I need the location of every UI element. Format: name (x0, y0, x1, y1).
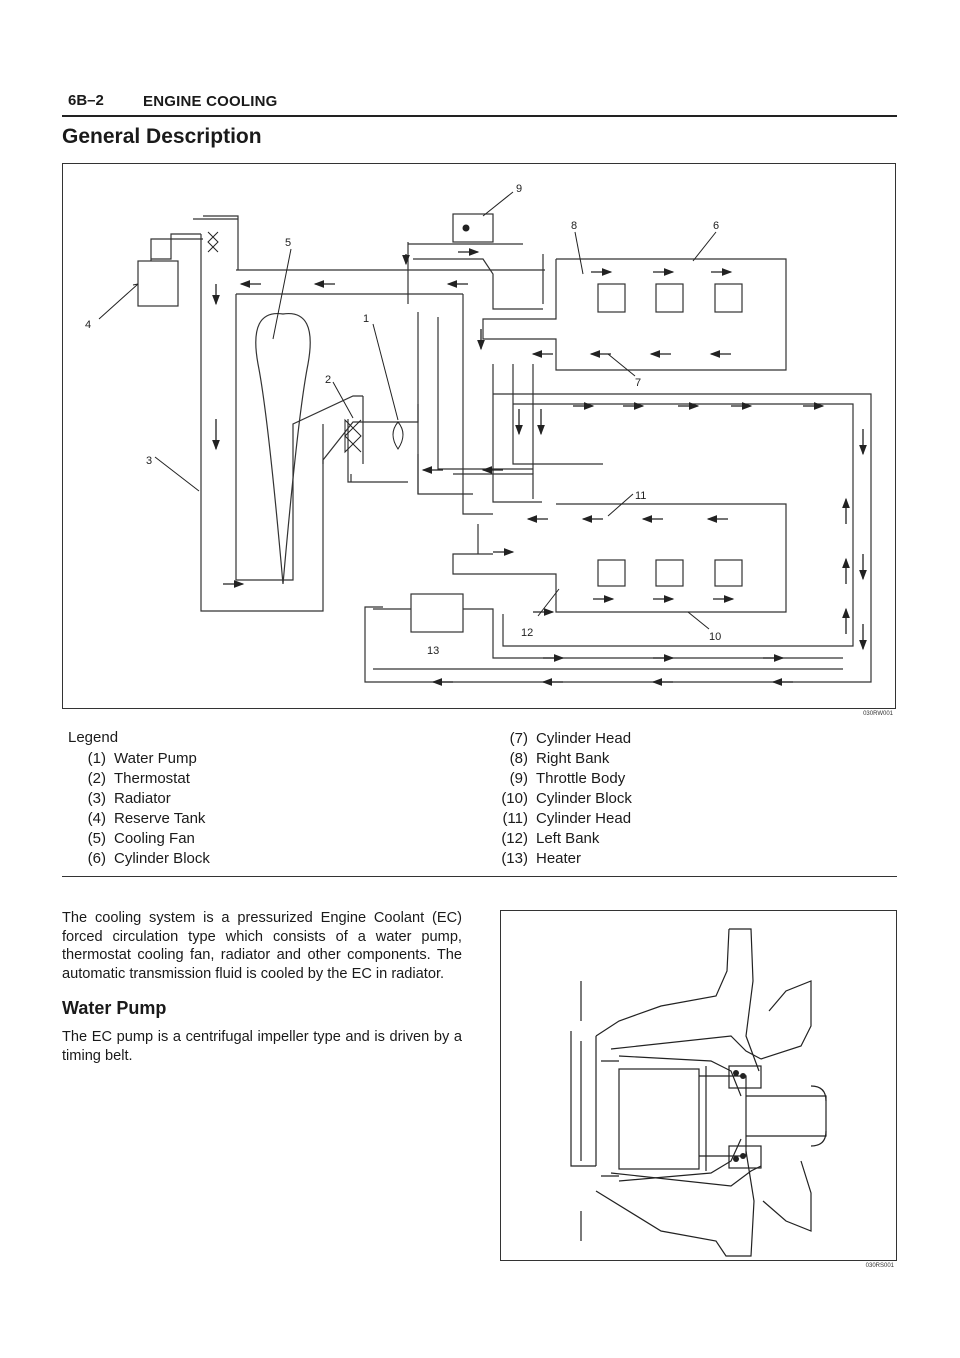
water-pump-heading: Water Pump (62, 998, 167, 1018)
callout-1: 1 (363, 313, 369, 325)
figure-code: 030RS001 (865, 1263, 894, 1269)
legend-right-column: (7)Cylinder Head (8)Right Bank (9)Thrott… (490, 729, 632, 869)
callout-3: 3 (146, 455, 152, 467)
water-pump-cross-section: 030RS001 (500, 910, 897, 1269)
water-pump-paragraph: The EC pump is a centrifugal impeller ty… (62, 1029, 462, 1064)
legend-item: (5)Cooling Fan (87, 830, 195, 847)
page-number: 6B–2 (68, 92, 104, 109)
water-pump-svg (570, 928, 827, 1257)
legend-left-column: (1)Water Pump (2)Thermostat (3)Radiator … (68, 749, 210, 869)
callout-4: 4 (85, 319, 91, 331)
legend-title: Legend (68, 729, 119, 746)
callout-7: 7 (635, 377, 641, 389)
callout-10: 10 (709, 631, 721, 643)
section-divider (62, 876, 897, 877)
callout-6: 6 (713, 220, 719, 232)
legend-item: (4)Reserve Tank (87, 810, 206, 827)
legend-item: (13)Heater (501, 850, 582, 867)
callout-2: 2 (325, 374, 331, 386)
legend-item: (6)Cylinder Block (87, 850, 210, 867)
callout-11: 11 (635, 490, 646, 502)
legend-item: (12)Left Bank (501, 830, 600, 847)
callout-12: 12 (521, 627, 533, 639)
figure-code: 030RW001 (863, 711, 893, 717)
cooling-system-diagram: 1 2 3 4 5 6 7 8 9 10 11 12 13 030RW001 (62, 163, 896, 717)
legend-item: (11)Cylinder Head (502, 810, 632, 827)
page-title: General Description (62, 125, 262, 148)
callout-8: 8 (571, 220, 577, 232)
legend-item: (3)Radiator (87, 790, 171, 807)
legend-item: (2)Thermostat (87, 770, 190, 787)
legend-item: (8)Right Bank (509, 750, 610, 767)
callout-13: 13 (427, 645, 439, 657)
intro-paragraph: The cooling system is a pressurized Engi… (62, 910, 462, 982)
legend-item: (10)Cylinder Block (501, 790, 632, 807)
cooling-diagram-svg: 1 2 3 4 5 6 7 8 9 10 11 12 13 (85, 183, 872, 686)
callout-9: 9 (516, 183, 522, 195)
header-rule (62, 115, 897, 117)
legend-item: (9)Throttle Body (509, 770, 626, 787)
callout-5: 5 (285, 237, 291, 249)
section-title: ENGINE COOLING (143, 93, 278, 110)
legend-item: (1)Water Pump (87, 750, 197, 767)
legend-item: (7)Cylinder Head (509, 730, 632, 747)
